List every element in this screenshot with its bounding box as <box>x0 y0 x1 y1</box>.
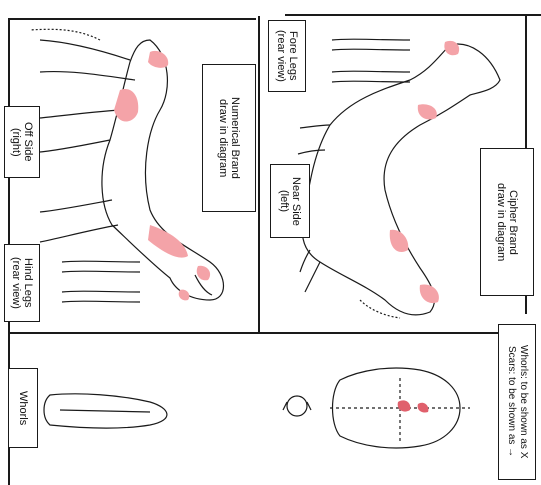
numerical-brand-text: Numerical Brand draw in diagram <box>217 97 241 179</box>
off-side-hind-legs-rear-view <box>62 261 140 302</box>
whorls-text: Whorls <box>17 391 29 425</box>
whorls-label: Whorls <box>8 368 38 448</box>
near-side-label: Near Side (left) <box>270 164 310 238</box>
near-side-text: Near Side (left) <box>278 177 302 226</box>
fore-legs-text: Fore Legs (rear view) <box>275 30 299 82</box>
off-side-text: Off Side (right) <box>10 122 34 162</box>
whorls-head-outline <box>283 396 311 416</box>
near-side-fore-legs-rear-view <box>332 39 410 82</box>
near-side-horse <box>296 44 500 318</box>
off-side-horse <box>30 29 224 300</box>
numerical-brand-label: Numerical Brand draw in diagram <box>202 64 256 212</box>
whorls-horse-outline <box>44 394 167 428</box>
hind-legs-label: Hind Legs (rear view) <box>4 244 40 322</box>
cipher-brand-label: Cipher Brand draw in diagram <box>480 148 534 296</box>
cipher-brand-text: Cipher Brand draw in diagram <box>495 183 519 261</box>
legend-text: Whorls: to be shown as X Scars: to be sh… <box>505 345 529 458</box>
legend-box: Whorls: to be shown as X Scars: to be sh… <box>498 324 536 480</box>
fore-legs-label: Fore Legs (rear view) <box>268 20 306 92</box>
off-side-label: Off Side (right) <box>4 106 40 178</box>
hind-legs-text: Hind Legs (rear view) <box>10 257 34 309</box>
